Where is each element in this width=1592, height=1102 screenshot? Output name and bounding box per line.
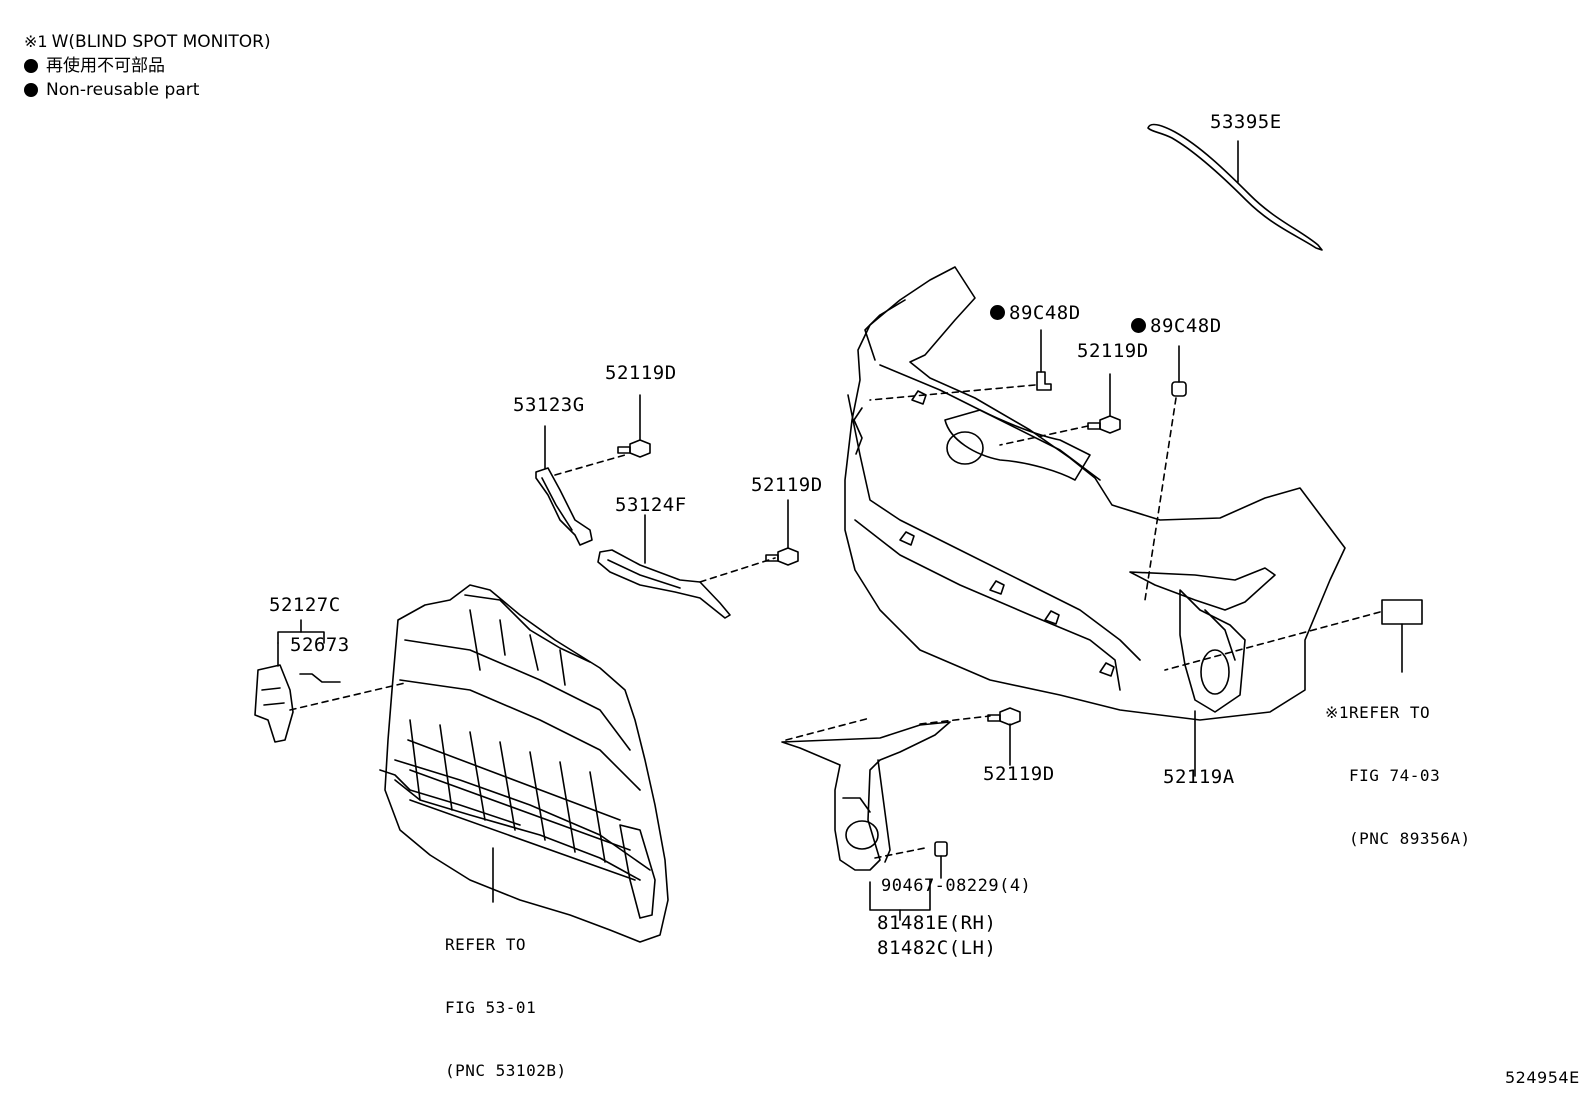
legend-note-row: ※1 W(BLIND SPOT MONITOR) [24, 30, 271, 54]
label-81481E: 81481E(RH) [877, 912, 997, 934]
refer-sensor: ※1REFER TO FIG 74-03 (PNC 89356A) [1325, 660, 1471, 870]
molding-strip-53395E [1148, 125, 1322, 250]
label-89C48D-b-text: 89C48D [1150, 315, 1222, 337]
note-mark: ※1 [24, 32, 48, 51]
legend-jp-text: 再使用不可部品 [46, 56, 165, 76]
screw-52119D-top-right [1000, 374, 1120, 445]
fog-lamp-cover-81481E [782, 716, 990, 920]
refer-grille: REFER TO FIG 53-01 (PNC 53102B) [445, 892, 567, 1102]
diagram-id: 524954E [1505, 1068, 1580, 1087]
label-52119D-top-left: 52119D [605, 362, 677, 384]
nut-90467 [935, 842, 947, 878]
label-52673: 52673 [290, 634, 350, 656]
garnish-53123G [536, 426, 625, 545]
legend-en-text: Non-reusable part [46, 80, 200, 100]
non-reusable-dot-icon [24, 83, 38, 97]
refer-sensor-mark: ※1 [1325, 703, 1350, 722]
non-reusable-dot-icon [24, 59, 38, 73]
refer-grille-line-3: (PNC 53102B) [445, 1061, 567, 1080]
label-52119D-bottom: 52119D [983, 763, 1055, 785]
legend-jp-row: 再使用不可部品 [24, 54, 271, 78]
screw-52119D-top-left [618, 395, 650, 457]
non-reusable-dot-icon [990, 305, 1005, 320]
refer-sensor-line-3: (PNC 89356A) [1349, 829, 1471, 848]
label-89C48D-a-text: 89C48D [1009, 302, 1081, 324]
non-reusable-dot-icon [1131, 318, 1146, 333]
clip-89C48D-b [1145, 346, 1186, 600]
screw-52119D-bottom [988, 708, 1020, 765]
legend: ※1 W(BLIND SPOT MONITOR) 再使用不可部品 Non-reu… [24, 30, 271, 102]
refer-grille-line-2: FIG 53-01 [445, 998, 537, 1017]
label-81482C: 81482C(LH) [877, 937, 997, 959]
label-90467: 90467-08229(4) [881, 876, 1032, 896]
bracket-52127C [255, 620, 405, 742]
refer-sensor-line-1-text: REFER TO [1349, 703, 1431, 722]
label-52119A: 52119A [1163, 766, 1235, 788]
refer-sensor-line-1: ※1REFER TO [1325, 702, 1471, 723]
label-89C48D-b: 89C48D [1131, 315, 1222, 337]
clip-89C48D-a [870, 330, 1051, 400]
note-text: W(BLIND SPOT MONITOR) [51, 32, 271, 52]
label-52119D-mid: 52119D [751, 474, 823, 496]
sensor-refer-box [1165, 600, 1422, 672]
label-53123G: 53123G [513, 394, 585, 416]
garnish-53124F [598, 515, 775, 618]
refer-sensor-line-2: FIG 74-03 [1349, 766, 1441, 785]
label-52127C: 52127C [269, 594, 341, 616]
label-89C48D-a: 89C48D [990, 302, 1081, 324]
grille-assembly [380, 585, 668, 942]
screw-52119D-mid [766, 500, 798, 565]
legend-en-row: Non-reusable part [24, 78, 271, 102]
refer-grille-line-1: REFER TO [445, 935, 527, 954]
label-52119D-top-right: 52119D [1077, 340, 1149, 362]
bumper-cover-52119A [845, 267, 1345, 776]
label-53395E: 53395E [1210, 111, 1282, 133]
label-53124F: 53124F [615, 494, 687, 516]
